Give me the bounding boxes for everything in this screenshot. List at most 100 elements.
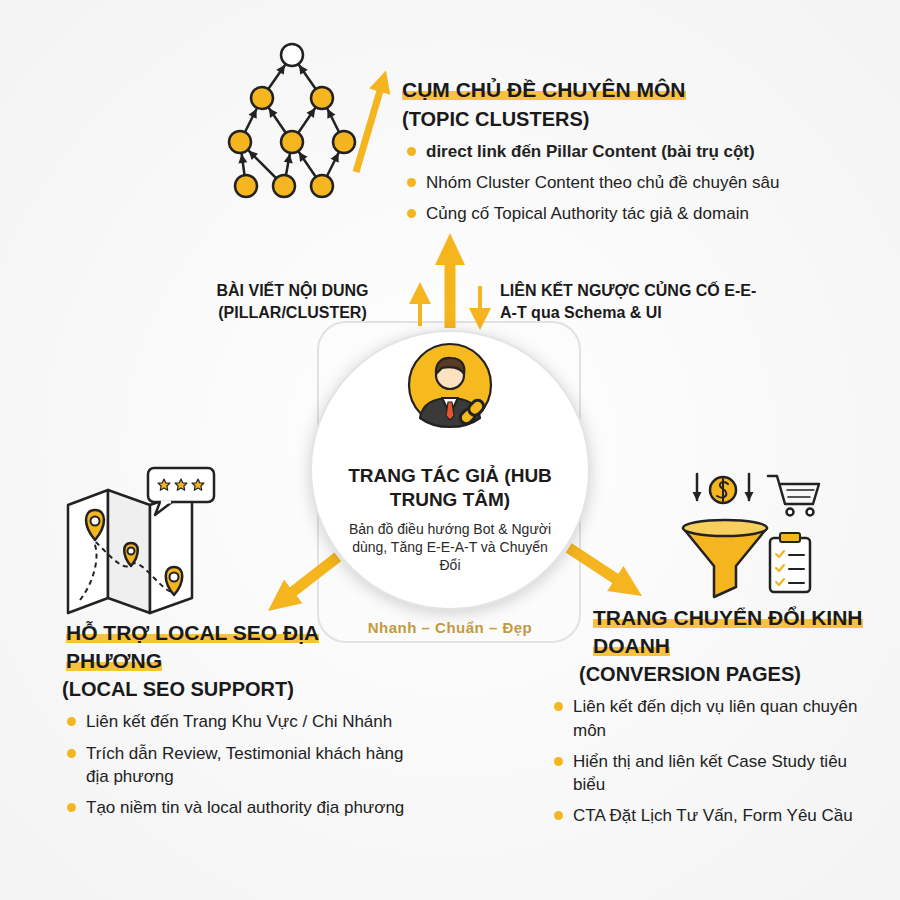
group-heading: TRANG CHUYỂN ĐỔI KINH DOANH xyxy=(593,606,863,657)
map-icon xyxy=(166,567,183,595)
tree-icon xyxy=(235,175,257,197)
funnel-icon xyxy=(683,520,767,536)
map-icon xyxy=(158,479,204,490)
tree-icon xyxy=(281,131,303,153)
map-icon xyxy=(150,490,192,613)
bullet-item: CTA Đặt Lịch Tư Vấn, Form Yêu Cầu xyxy=(549,804,880,827)
map-icon xyxy=(161,501,171,504)
funnel-icon xyxy=(717,479,728,501)
hub-subtitle: Bản đồ điều hướng Bot & Người dùng, Tăng… xyxy=(344,520,556,575)
group-subheading: (LOCAL SEO SUPPORT) xyxy=(62,678,294,700)
topic-cluster-group: CỤM CHỦ ĐỀ CHUYÊN MÔN (TOPIC CLUSTERS) dir… xyxy=(398,72,878,229)
map-icon xyxy=(68,490,108,613)
heading-row: TRANG CHUYỂN ĐỔI KINH DOANH xyxy=(549,604,880,659)
tree-icon xyxy=(273,175,295,197)
bullet-item: Củng cố Topical Authority tác giả & doma… xyxy=(402,202,878,225)
bullet-text: Hiển thị and liên kết Case Study tiêu bi… xyxy=(573,752,847,794)
conversion-group: TRANG CHUYỂN ĐỔI KINH DOANH (CONVERSION P… xyxy=(545,600,880,831)
author-avatar xyxy=(446,402,454,420)
bullet-text: Tạo niềm tin và local authority địa phươ… xyxy=(86,798,404,817)
map-icon xyxy=(86,510,104,540)
author-avatar xyxy=(409,344,491,426)
hub-node: TRANG TÁC GIẢ (HUB TRUNG TÂM) Bản đồ điều… xyxy=(310,330,590,610)
bullet-text: Nhóm Cluster Content theo chủ đề chuyên … xyxy=(426,173,779,192)
bullet-text: Liên kết đến dịch vụ liên quan chuyên mô… xyxy=(573,697,857,739)
flow-label: LIÊN KẾT NGƯỢC CỦNG CỐ E-E-A-T qua Schem… xyxy=(500,280,772,323)
author-avatar xyxy=(409,344,491,427)
tree-icon xyxy=(333,131,355,153)
connector-arrow xyxy=(569,548,627,586)
bullet-item: Nhóm Cluster Content theo chủ đề chuyên … xyxy=(402,171,878,194)
group-subheading: (TOPIC CLUSTERS) xyxy=(402,108,589,130)
tree-icon xyxy=(229,44,382,197)
subheading-row: (CONVERSION PAGES) xyxy=(549,661,880,687)
funnel-icon xyxy=(789,555,804,583)
map-icon xyxy=(128,548,135,555)
map-icon xyxy=(148,468,214,502)
map-icon xyxy=(155,502,172,515)
subheading-row: (LOCAL SEO SUPPORT) xyxy=(62,676,430,702)
bullet-text: Trích dẫn Review, Testimonial khách hàng… xyxy=(86,744,404,786)
small-arrows xyxy=(478,286,482,316)
funnel-icon xyxy=(696,474,699,500)
map-icon xyxy=(158,479,170,490)
map-icon xyxy=(124,543,138,566)
funnel-icon xyxy=(683,474,819,597)
funnel-icon xyxy=(710,477,736,503)
map-icon xyxy=(91,517,100,526)
funnel-icon xyxy=(787,490,814,497)
hub-circle-shape xyxy=(311,331,589,609)
tree-icon xyxy=(356,84,382,172)
map-icon xyxy=(175,479,187,490)
tree-icon xyxy=(229,44,355,197)
map-icon xyxy=(166,567,183,595)
funnel-icon xyxy=(770,538,810,592)
tree-icon xyxy=(251,87,273,109)
funnel-icon xyxy=(787,509,794,516)
bullet-text: Liên kết đến Trang Khu Vực / Chi Nhánh xyxy=(86,712,392,731)
tree-icon xyxy=(311,87,333,109)
connector-arrow xyxy=(282,557,338,600)
local-seo-group: HỖ TRỢ LOCAL SEO ĐỊA PHƯƠNG (LOCAL SEO SU… xyxy=(58,615,430,823)
group-heading: HỖ TRỢ LOCAL SEO ĐỊA PHƯƠNG xyxy=(66,621,319,672)
group-heading: CỤM CHỦ ĐỀ CHUYÊN MÔN xyxy=(402,78,686,101)
map-icon xyxy=(68,468,214,613)
author-avatar xyxy=(466,398,486,418)
map-icon xyxy=(192,479,204,490)
tree-icon xyxy=(281,44,303,66)
bullet-item: Liên kết đến Trang Khu Vực / Chi Nhánh xyxy=(62,710,430,733)
watermark: Nhanh – Chuẩn – Đẹp xyxy=(330,619,570,636)
author-avatar xyxy=(458,398,486,426)
map-icon xyxy=(86,510,104,540)
hub-title: TRANG TÁC GIẢ (HUB TRUNG TÂM) xyxy=(348,464,553,512)
bullet-text: Củng cố Topical Authority tác giả & doma… xyxy=(426,204,749,223)
map-icon xyxy=(170,573,179,582)
map-icon xyxy=(80,542,172,600)
funnel-icon xyxy=(776,551,784,585)
small-arrows xyxy=(418,296,422,326)
tree-icon xyxy=(311,175,333,197)
bullet-item: direct link đến Pillar Content (bài trụ … xyxy=(402,140,878,163)
funnel-icon xyxy=(768,476,819,504)
bullet-item: Hiển thị and liên kết Case Study tiêu bi… xyxy=(549,750,880,796)
bullet-text: direct link đến Pillar Content (bài trụ … xyxy=(426,142,755,161)
funnel-icon xyxy=(748,474,751,500)
funnel-icon xyxy=(807,509,814,516)
subheading-row: (TOPIC CLUSTERS) xyxy=(402,106,878,132)
funnel-icon xyxy=(683,528,767,597)
bullet-item: Tạo niềm tin và local authority địa phươ… xyxy=(62,796,430,819)
tree-icon xyxy=(229,131,251,153)
funnel-icon xyxy=(780,533,800,542)
bullet-item: Trích dẫn Review, Testimonial khách hàng… xyxy=(62,742,430,788)
flow-label: BÀI VIẾT NỘI DUNG (PILLAR/CLUSTER) xyxy=(185,280,400,323)
bullet-text: CTA Đặt Lịch Tư Vấn, Form Yêu Cầu xyxy=(573,806,853,825)
heading-row: HỖ TRỢ LOCAL SEO ĐỊA PHƯƠNG xyxy=(62,619,325,674)
map-icon xyxy=(124,543,138,566)
bullet-item: Liên kết đến dịch vụ liên quan chuyên mô… xyxy=(549,695,880,741)
group-subheading: (CONVERSION PAGES) xyxy=(579,663,801,685)
heading-row: CỤM CHỦ ĐỀ CHUYÊN MÔN xyxy=(402,76,872,104)
author-avatar xyxy=(436,358,464,374)
map-icon xyxy=(108,490,150,613)
